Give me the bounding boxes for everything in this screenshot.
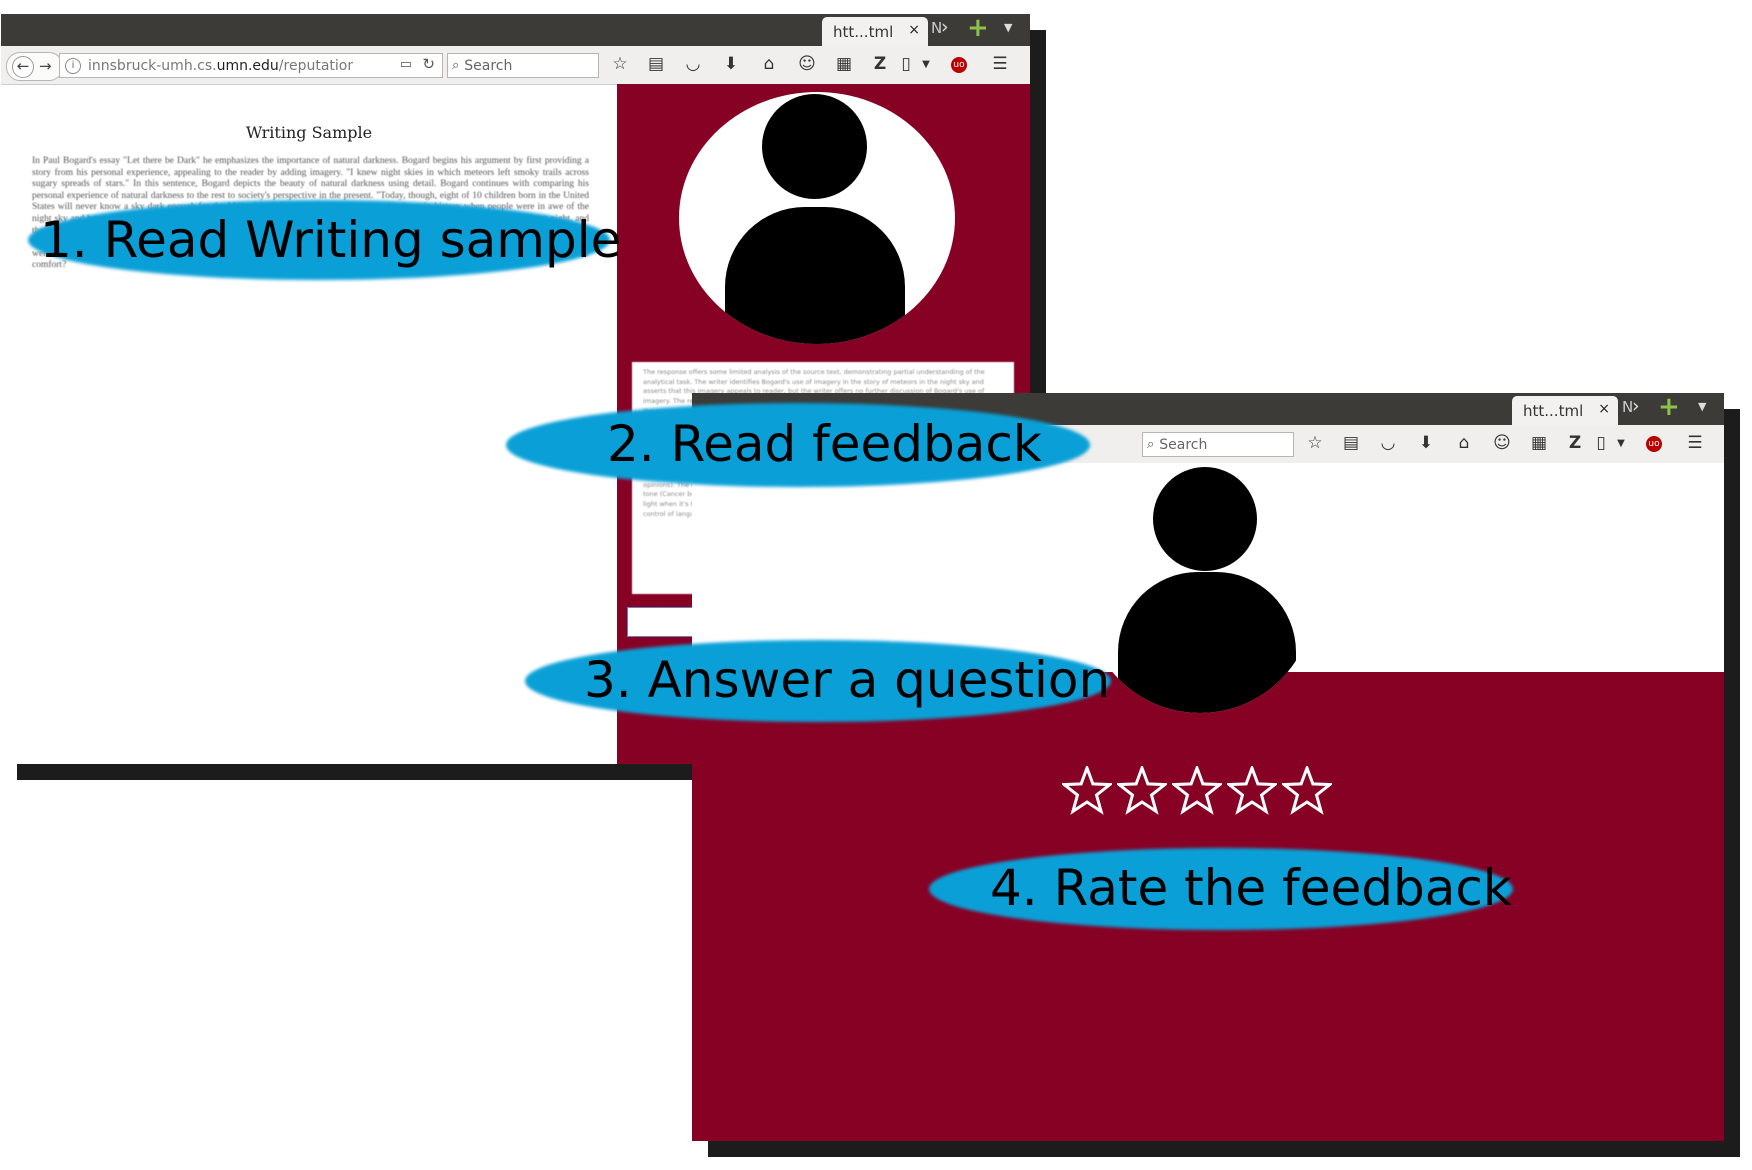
- save-dropdown-caret-icon[interactable]: ▼: [922, 59, 930, 70]
- tab-bar: htt...tml × N › + ▼: [1, 13, 1030, 46]
- tab-title: htt...tml: [1523, 401, 1584, 420]
- search-icon: ⌕: [452, 58, 460, 73]
- page-save-icon[interactable]: ▯: [901, 54, 911, 74]
- annotation-bubble-1: [28, 200, 610, 280]
- annotation-step-4: 4. Rate the feedback: [990, 859, 1512, 917]
- annotation-bubble-3: [525, 640, 1111, 722]
- search-icon: ⌕: [1147, 437, 1155, 452]
- search-input[interactable]: ⌕ Search: [447, 53, 599, 78]
- back-forward-buttons: ← →: [6, 52, 63, 81]
- bookmarks-list-icon[interactable]: ▤: [647, 54, 665, 74]
- reload-icon[interactable]: ↻: [422, 55, 435, 73]
- tab-close-icon[interactable]: ×: [908, 22, 920, 38]
- avatar-body-shape: [1118, 572, 1296, 713]
- url-bar[interactable]: i innsbruck-umh.cs.umn.edu/reputation/e …: [59, 53, 443, 78]
- home-icon[interactable]: ⌂: [763, 54, 775, 74]
- tab-list-caret-icon[interactable]: ▼: [1004, 21, 1013, 34]
- zotero-icon[interactable]: Z: [873, 54, 887, 74]
- chat-icon[interactable]: ☺: [1493, 433, 1511, 453]
- back-arrow-icon[interactable]: ←: [12, 56, 34, 78]
- writing-sample-title: Writing Sample: [245, 123, 373, 142]
- star-rating: [1062, 766, 1332, 816]
- forward-arrow-icon[interactable]: →: [39, 57, 52, 75]
- zotero-icon[interactable]: Z: [1568, 433, 1582, 453]
- bookmark-star-icon[interactable]: ☆: [612, 54, 628, 74]
- tab-list-caret-icon[interactable]: ▼: [1698, 400, 1707, 413]
- tab-overflow-icon[interactable]: ›: [1632, 395, 1640, 417]
- rating-star-icon[interactable]: [1172, 766, 1222, 816]
- reviewer-avatar: [1086, 463, 1314, 713]
- annotation-bubble-4: [929, 848, 1513, 930]
- tab-overflow-icon[interactable]: ›: [941, 16, 949, 38]
- bookmarks-list-icon[interactable]: ▤: [1342, 433, 1360, 453]
- annotation-bubble-2: [506, 403, 1090, 487]
- page-save-icon[interactable]: ▯: [1596, 433, 1606, 453]
- rating-star-icon[interactable]: [1117, 766, 1167, 816]
- annotation-step-1: 1. Read Writing sample: [40, 211, 622, 269]
- extension-calendar-icon[interactable]: ▦: [835, 54, 853, 74]
- browser-tab[interactable]: htt...tml ×: [822, 17, 928, 46]
- rating-star-icon[interactable]: [1227, 766, 1277, 816]
- annotation-step-2: 2. Read feedback: [607, 415, 1042, 473]
- site-info-icon[interactable]: i: [65, 57, 81, 74]
- search-input[interactable]: ⌕ Search: [1142, 432, 1294, 457]
- bookmark-star-icon[interactable]: ☆: [1307, 433, 1323, 453]
- hamburger-menu-icon[interactable]: ☰: [992, 54, 1008, 74]
- url-text: innsbruck-umh.cs.umn.edu/reputation/e: [88, 57, 353, 74]
- rating-star-icon[interactable]: [1062, 766, 1112, 816]
- browser-window-rating: htt...tml × N › + ▼ ↻ ⌕ Search ☆ ▤ ◡ ⬇ ⌂…: [572, 392, 1724, 1141]
- reviewer-avatar: [679, 92, 955, 344]
- browser-tab[interactable]: htt...tml ×: [1512, 396, 1618, 425]
- tab-close-icon[interactable]: ×: [1598, 401, 1610, 417]
- avatar-body-shape: [725, 207, 905, 344]
- extension-calendar-icon[interactable]: ▦: [1530, 433, 1548, 453]
- save-dropdown-caret-icon[interactable]: ▼: [1617, 438, 1625, 449]
- new-tab-plus-icon[interactable]: +: [967, 13, 989, 43]
- annotation-step-3: 3. Answer a question: [584, 651, 1111, 709]
- download-arrow-icon[interactable]: ⬇: [1418, 433, 1434, 453]
- next-tab-label[interactable]: N: [931, 19, 943, 37]
- new-tab-plus-icon[interactable]: +: [1658, 392, 1680, 422]
- search-placeholder: Search: [464, 57, 513, 74]
- download-arrow-icon[interactable]: ⬇: [723, 54, 739, 74]
- ublock-icon[interactable]: uo: [1646, 436, 1662, 452]
- tab-title: htt...tml: [833, 22, 894, 41]
- home-icon[interactable]: ⌂: [1458, 433, 1470, 453]
- avatar-head-shape: [762, 94, 867, 199]
- next-tab-label[interactable]: N: [1622, 398, 1634, 416]
- hamburger-menu-icon[interactable]: ☰: [1687, 433, 1703, 453]
- ublock-icon[interactable]: uo: [951, 57, 967, 73]
- rating-star-icon[interactable]: [1282, 766, 1332, 816]
- navigation-toolbar: ← → i innsbruck-umh.cs.umn.edu/reputatio…: [1, 46, 1030, 85]
- search-placeholder: Search: [1159, 436, 1208, 453]
- chat-icon[interactable]: ☺: [798, 54, 816, 74]
- pocket-icon[interactable]: ◡: [1380, 433, 1396, 453]
- pocket-icon[interactable]: ◡: [685, 54, 701, 74]
- avatar-head-shape: [1153, 467, 1257, 571]
- reader-view-icon[interactable]: ▭: [399, 57, 412, 72]
